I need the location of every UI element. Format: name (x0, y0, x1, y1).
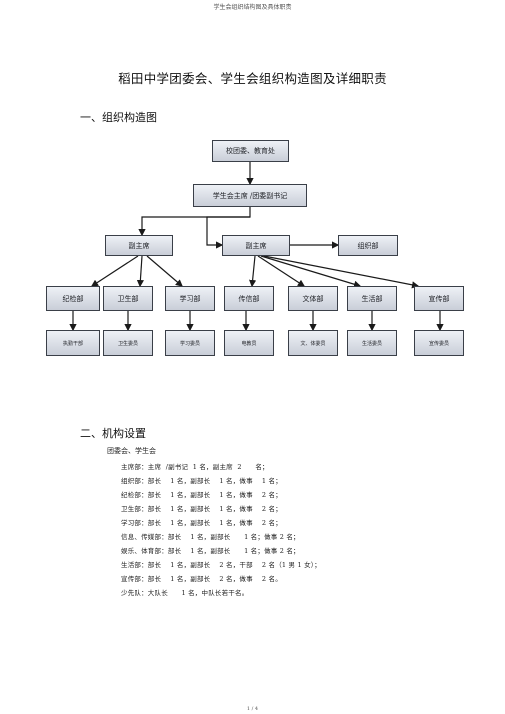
settings-line: 宣传部：部长 1 名，副部长 2 名，做事 2 名。 (121, 575, 282, 583)
settings-line: 娱乐、体育部：部长 1 名，副部长 1 名；做事 2 名； (121, 547, 300, 555)
connector-vp2-wenti (257, 255, 306, 287)
org-box-vice-president-2: 副主席 (222, 235, 290, 256)
org-box-member-7: 宣传委员 (414, 330, 464, 356)
org-box-member-3: 学习委员 (165, 330, 215, 356)
org-box-dept-5: 文体部 (288, 286, 338, 311)
settings-line: 信息、传媒部：部长 1 名，副部长 1 名；做事 2 名； (121, 533, 300, 541)
org-box-dept-4: 传信部 (224, 286, 274, 311)
org-box-root: 校团委、教育处 (212, 140, 289, 162)
document-title: 稻田中学团委会、学生会组织构造图及详细职责 (118, 71, 387, 86)
connector-vp1-jijian (90, 255, 139, 287)
org-box-member-1: 执勤干部 (46, 330, 100, 356)
connector-vp2-shenghuo (260, 255, 362, 288)
org-box-member-2: 卫生委员 (103, 330, 153, 356)
org-box-dept-2: 卫生部 (103, 286, 153, 311)
section-heading-structure: 一、组织构造图 (80, 111, 157, 124)
connector-vp2-xuanchuan (263, 255, 420, 289)
connector-vp1-weisheng (136, 255, 144, 288)
org-box-member-6: 生活委员 (347, 330, 397, 356)
settings-line: 学习部：部长 1 名，副部长 1 名，做事 2 名； (121, 519, 282, 527)
org-box-member-4: 电教员 (224, 330, 274, 356)
settings-line: 组织部：部长 1 名，副部长 1 名，做事 1 名； (121, 477, 282, 485)
org-box-member-5: 文、体委员 (288, 330, 338, 356)
settings-line: 卫生部：部长 1 名，副部长 1 名，做事 2 名； (121, 505, 282, 513)
org-box-vice-president-1: 副主席 (105, 235, 173, 256)
connector-level2-vp2 (206, 216, 250, 249)
org-box-president: 学生会主席 /团委副书记 (193, 184, 307, 207)
org-box-organization-dept: 组织部 (338, 235, 398, 256)
section-heading-settings: 二、机构设置 (80, 427, 146, 440)
page-number: 1 / 4 (246, 706, 259, 712)
org-box-dept-1: 纪检部 (46, 286, 100, 311)
settings-heading: 团委会、学生会 (107, 447, 156, 455)
settings-line: 少先队：大队长 1 名，中队长若干名。 (121, 589, 249, 597)
settings-line: 纪检部：部长 1 名，副部长 1 名，做事 2 名； (121, 491, 282, 499)
org-box-dept-3: 学习部 (165, 286, 215, 311)
connector-vp2-chuanxin (249, 255, 257, 288)
connector-vp1-xuexi (146, 255, 183, 287)
connector-level2-vp1 (138, 207, 251, 237)
org-box-dept-7: 宣传部 (414, 286, 464, 311)
settings-line: 生活部：部长 1 名，副部长 2 名，干部 2 名（1 男 1 女）； (121, 561, 321, 569)
settings-line: 主席部：主席 /副书记 1 名，副主席 2 名； (121, 463, 269, 471)
org-box-dept-6: 生活部 (347, 286, 397, 311)
page-header: 学生会组织结构图及具体职责 (213, 4, 292, 11)
